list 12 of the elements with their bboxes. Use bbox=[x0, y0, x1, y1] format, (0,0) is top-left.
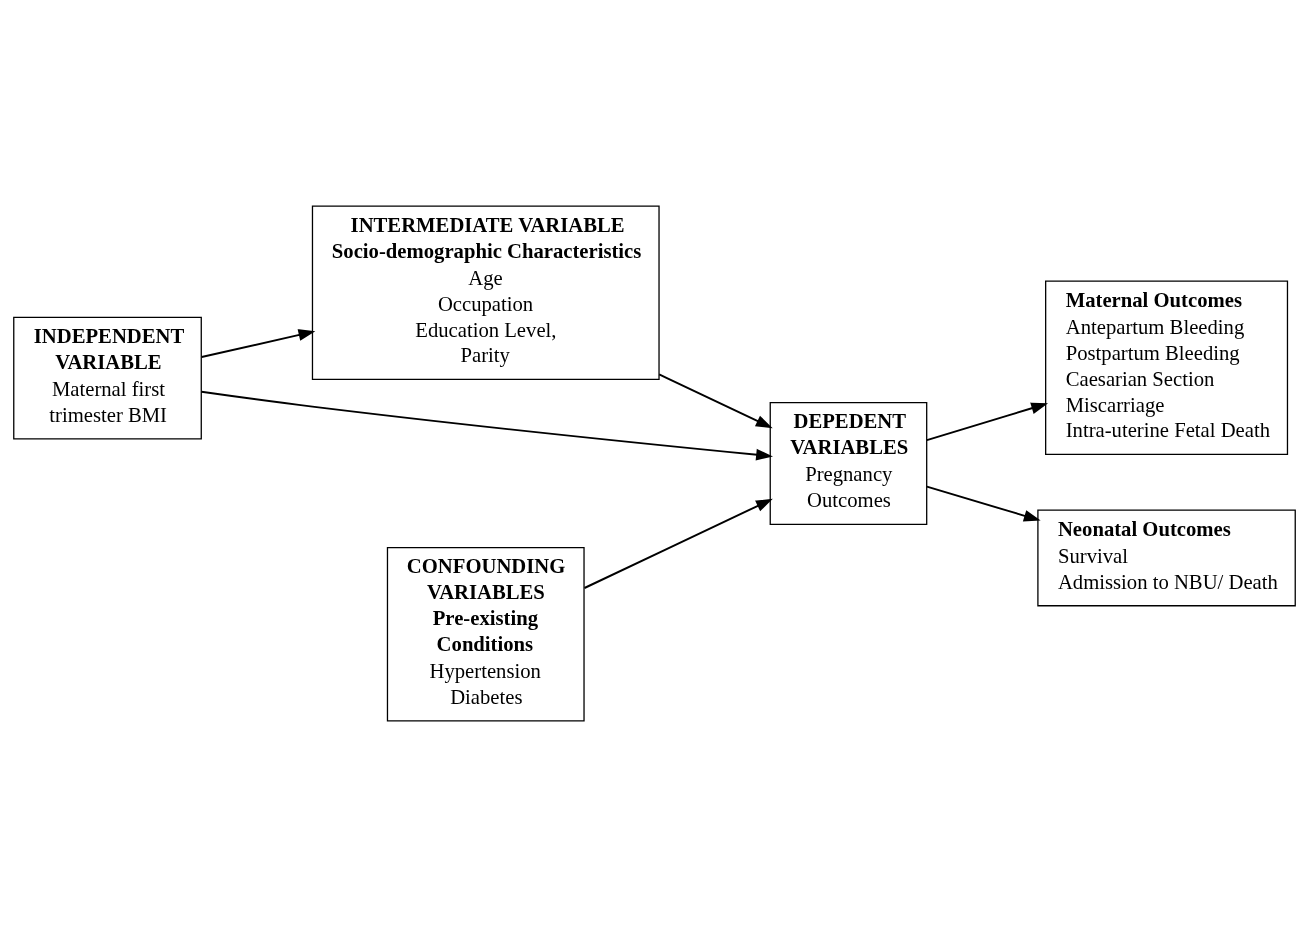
node-box: CONFOUNDING VARIABLES Pre-existing Conditions Hypertension Diabetes bbox=[386, 546, 585, 722]
arrow bbox=[200, 329, 316, 359]
arrow bbox=[925, 402, 1049, 442]
node-box: INTERMEDIATE VARIABLE Socio-demographic Characteristics Age Occupation Education Level, Parity bbox=[311, 205, 660, 381]
node-box: Neonatal Outcomes Survival Admission to NBU/ Death bbox=[1037, 509, 1296, 607]
arrow bbox=[583, 498, 773, 589]
node-box: DEPEDENT VARIABLES Pregnancy Outcomes bbox=[769, 402, 928, 525]
node-box: INDEPENDENT VARIABLE Maternal first trimester BMI bbox=[13, 316, 202, 440]
node-box: Maternal Outcomes Antepartum Bleeding Postpartum Bleeding Caesarian Section Miscarriage Intra-uterine Fetal Death bbox=[1045, 280, 1289, 456]
arrow bbox=[658, 373, 773, 429]
arrow bbox=[200, 390, 773, 461]
arrow bbox=[925, 485, 1041, 522]
